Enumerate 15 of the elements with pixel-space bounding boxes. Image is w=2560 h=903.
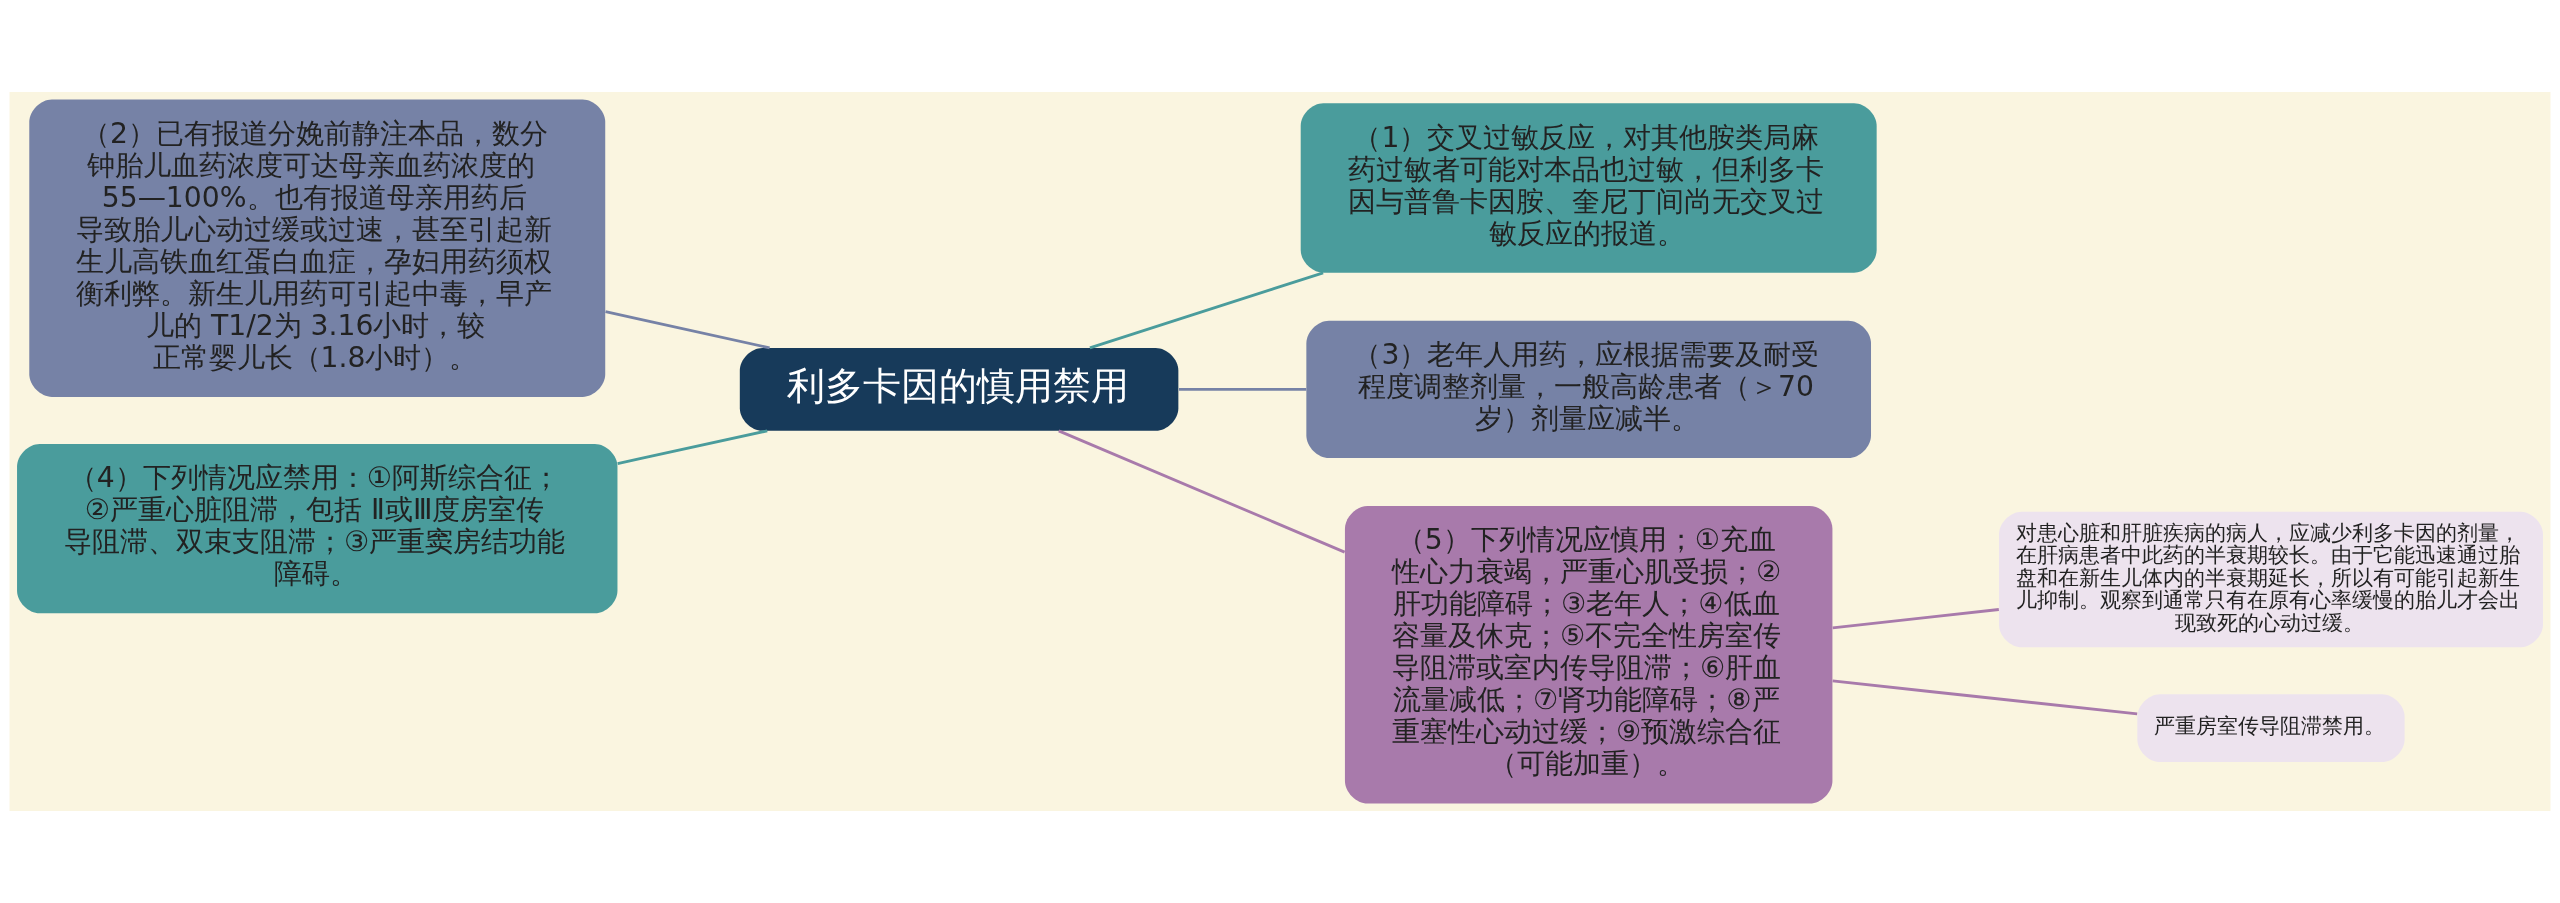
node-box: 利多卡因的慎用禁用 (739, 348, 1179, 431)
connector (1832, 679, 2138, 716)
connector (1832, 608, 1999, 630)
node-box: （3）老年人用药，应根据需要及耐受程度调整剂量，一般高龄患者（＞70岁）剂量应减半。 (1306, 320, 1871, 459)
connector (617, 429, 768, 465)
connector (1058, 429, 1346, 554)
node-box: （2）已有报道分娩前静注本品，数分钟胎儿血药浓度可达母亲血药浓度的 55—100%。也有报道母亲用药后导致胎儿心动过缓或过速，甚至引起新生儿高铁血红蛋白血症，孕妇用药须权衡利弊。新生儿用药可引起中毒，早产儿的 T1/2为 3.16小时，较正常婴儿长（1.8小时）。 (29, 99, 606, 397)
connector (1089, 271, 1324, 350)
node-box: 对患心脏和肝脏疾病的病人，应减少利多卡因的剂量，在肝病患者中此药的半衰期较长。由于它能迅速通过胎盘和在新生儿体内的半衰期延长，所以有可能引起新生儿抑制。观察到通常只有在原有心率缓慢的胎儿才会出现致死的心动过缓。 (1999, 511, 2543, 648)
node-box: （1）交叉过敏反应，对其他胺类局麻药过敏者可能对本品也过敏，但利多卡因与普鲁卡因胺、奎尼丁间尚无交叉过敏反应的报道。 (1300, 103, 1877, 273)
node-box: 严重房室传导阻滞禁用。 (2137, 694, 2405, 763)
node-box: （4）下列情况应禁用：①阿斯综合征；②严重心脏阻滞，包括 Ⅱ或Ⅲ度房室传导阻滞、双束支阻滞；③严重窦房结功能障碍。 (17, 443, 618, 614)
connector (605, 310, 770, 350)
node-box: （5）下列情况应慎用；①充血性心力衰竭，严重心肌受损；②肝功能障碍；③老年人；④低血容量及休克；⑤不完全性房室传导阻滞或室内传导阻滞；⑥肝血流量减低；⑦肾功能障碍；⑧严重塞性心动过缓；⑨预激综合征（可能加重）。 (1344, 506, 1833, 804)
connector (1179, 387, 1307, 391)
